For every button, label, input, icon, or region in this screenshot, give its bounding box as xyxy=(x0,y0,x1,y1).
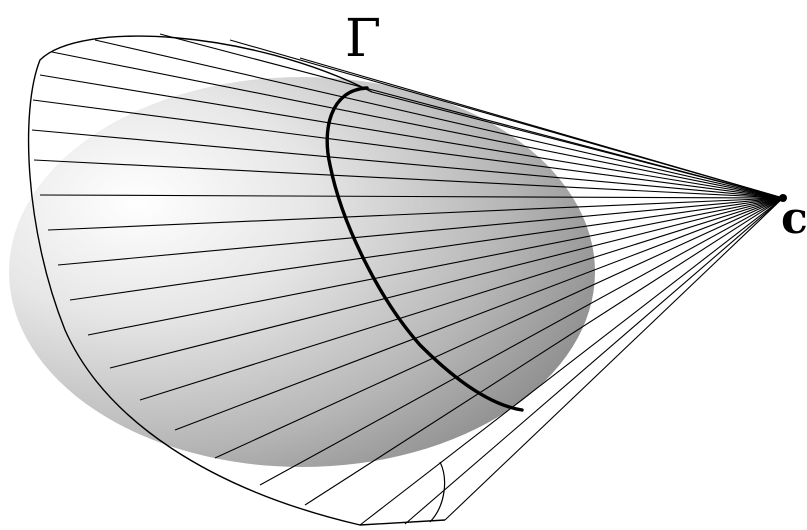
cone-generator-line xyxy=(404,197,784,525)
cone-generator-line xyxy=(139,197,784,401)
cone-generator-line xyxy=(57,197,784,266)
cone-generator-line xyxy=(174,197,784,431)
cone-generator-line xyxy=(229,39,784,199)
gamma-label: Γ xyxy=(345,9,381,69)
cone-generator-line xyxy=(39,74,784,199)
cone-generator-line xyxy=(304,197,784,506)
lower-contour xyxy=(429,461,446,523)
cone-generator-line xyxy=(32,99,784,199)
cone-generator-line xyxy=(109,197,784,369)
cone-generator-line xyxy=(214,197,784,459)
cone-generator-line xyxy=(94,39,784,199)
cone-generator-line xyxy=(69,197,784,301)
cone-generator-line xyxy=(31,129,784,199)
cone-generator-line xyxy=(47,197,784,231)
contact-curve-gamma xyxy=(325,86,524,412)
cone-rim xyxy=(27,35,446,526)
apex-label: c xyxy=(781,193,807,244)
cone-generator-line xyxy=(51,51,784,199)
cone-generator-line xyxy=(87,197,784,336)
cone-generator-line xyxy=(259,197,784,486)
cone-generator-line xyxy=(33,159,784,199)
cone-generator-line xyxy=(39,194,784,199)
cone-generator-lines xyxy=(31,33,784,526)
cone-generator-line xyxy=(359,197,784,526)
apex-point xyxy=(779,194,787,202)
cone-generator-line xyxy=(444,197,784,521)
cone-generator-line xyxy=(159,33,784,199)
